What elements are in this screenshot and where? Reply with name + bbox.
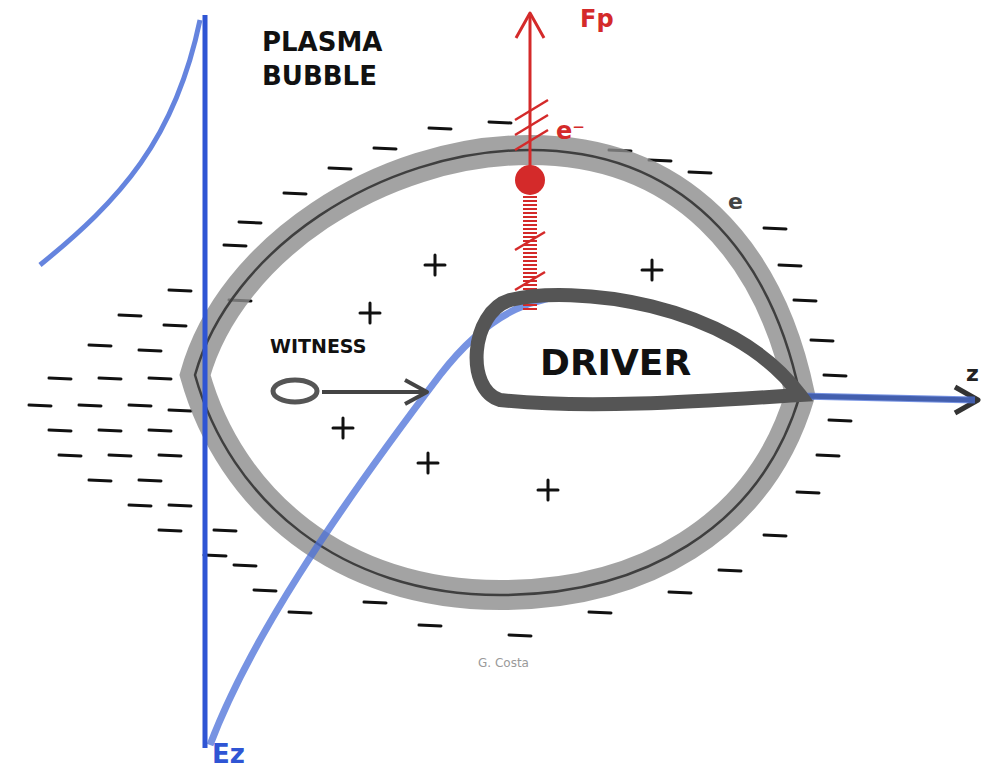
minus-sign (129, 405, 151, 406)
minus-sign (234, 565, 256, 566)
minus-sign (429, 128, 451, 129)
plus-sign (538, 480, 558, 500)
ez-axis (203, 15, 208, 748)
minus-sign (779, 265, 801, 266)
minus-sign (829, 420, 851, 421)
title-label: PLASMA BUBBLE (262, 26, 472, 94)
minus-sign (169, 505, 191, 506)
minus-sign (817, 455, 839, 456)
minus-sign (99, 430, 121, 431)
minus-sign (374, 148, 396, 149)
hatch (515, 272, 545, 290)
minus-sign (169, 290, 191, 291)
field-label: Ez (212, 738, 245, 772)
ez-field-curve (210, 295, 975, 745)
minus-sign (794, 300, 816, 301)
plus-sign (418, 453, 438, 473)
driver-bunch: DRIVER (470, 290, 810, 415)
minus-sign (49, 430, 71, 431)
minus-sign (419, 625, 441, 626)
minus-sign (149, 430, 171, 431)
node-label: DRIVER (540, 342, 691, 383)
plus-sign (642, 260, 662, 280)
witness-outline (273, 380, 317, 402)
minus-sign (214, 530, 236, 531)
minus-sign (764, 228, 786, 229)
minus-sign (89, 345, 111, 346)
minus-sign (764, 535, 786, 536)
axis-label: z (966, 360, 979, 389)
minus-sign (99, 378, 121, 379)
minus-sign (239, 222, 261, 223)
minus-sign (224, 245, 246, 246)
plus-sign (425, 255, 445, 275)
minus-sign (254, 590, 276, 591)
minus-sign (824, 375, 846, 376)
watermark: G. Costa (478, 656, 529, 672)
minus-sign (509, 635, 531, 636)
minus-sign (811, 340, 833, 341)
minus-sign (49, 378, 71, 379)
ez-field-front (40, 20, 200, 265)
minus-sign (364, 602, 386, 603)
minus-sign (289, 612, 311, 613)
force-label: Fp (580, 4, 614, 35)
plus-sign (333, 418, 353, 438)
witness-bunch: WITNESS (262, 336, 402, 408)
node-label: WITNESS (270, 336, 366, 358)
minus-sign (139, 480, 161, 481)
electron-label: e⁻ (556, 116, 585, 147)
electron-dot (515, 165, 545, 195)
force-arrow (529, 16, 532, 180)
minus-sign (284, 193, 306, 194)
witness-arrow-head (405, 380, 427, 404)
minus-sign (29, 405, 51, 406)
electron-label: e (728, 188, 743, 217)
minus-sign (109, 455, 131, 456)
minus-sign (797, 492, 819, 493)
minus-sign (169, 410, 191, 411)
minus-sign (719, 570, 741, 571)
minus-sign (79, 405, 101, 406)
minus-sign (139, 350, 161, 351)
driver-outline (477, 295, 800, 404)
minus-sign (59, 455, 81, 456)
minus-sign (119, 315, 141, 316)
witness-arrow (322, 390, 425, 394)
minus-sign (164, 325, 186, 326)
minus-sign (159, 530, 181, 531)
bubble-sheath (195, 150, 800, 595)
minus-sign (329, 168, 351, 169)
minus-sign (89, 480, 111, 481)
force-arrow-head (516, 13, 544, 38)
bubble-edge (195, 150, 800, 595)
minus-sign (149, 378, 171, 379)
minus-sign (669, 592, 691, 593)
minus-sign (589, 612, 611, 613)
minus-sign (159, 455, 181, 456)
minus-sign (129, 505, 151, 506)
plus-sign (360, 303, 380, 323)
minus-sign (489, 122, 511, 123)
minus-sign (689, 172, 711, 173)
hatch (515, 232, 545, 250)
